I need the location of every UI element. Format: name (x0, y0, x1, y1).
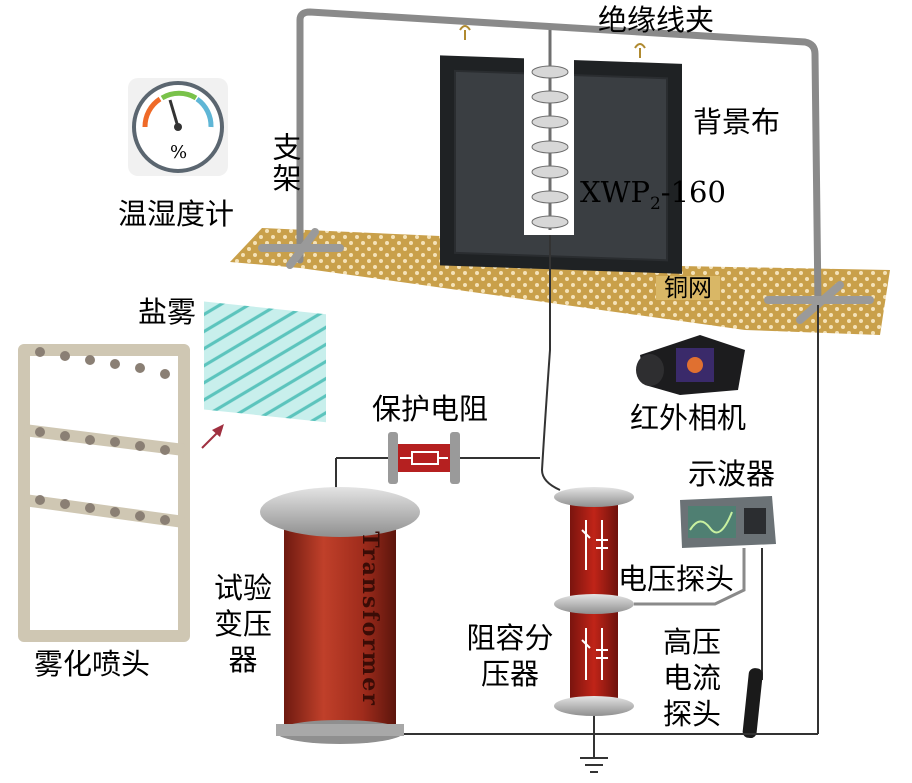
hygrometer-gauge (128, 78, 228, 176)
salt-fog-label: 盐雾 (138, 295, 197, 329)
voltage-probe-label: 电压探头 (618, 562, 735, 596)
infrared-camera (636, 335, 745, 395)
spray-nozzle-label: 雾化喷头 (34, 647, 151, 681)
insulator-string (524, 30, 574, 235)
salt-fog-panel (204, 301, 326, 423)
test-transformer (260, 487, 420, 744)
support-frame (296, 8, 822, 309)
gauge-unit: % (170, 142, 188, 163)
protection-resistor (335, 432, 540, 492)
spray-nozzles (35, 347, 170, 525)
insulator-clamp-label: 绝缘线夹 (598, 3, 715, 37)
oscilloscope-label: 示波器 (688, 457, 776, 491)
hv-lead (540, 235, 561, 491)
background-cloth-label: 背景布 (693, 105, 781, 139)
rc-divider (554, 487, 634, 773)
spray-arrow-head (212, 424, 224, 437)
insulator-model-suffix: -160 (660, 175, 726, 209)
test-transformer-label: 试验变压器 (213, 571, 272, 677)
spray-nozzle-rack (18, 344, 190, 642)
insulator-model-label: XWP2-160 (580, 178, 726, 213)
oscilloscope (680, 496, 776, 548)
insulator-model-subscript: 2 (649, 193, 661, 214)
voltage-probe-wire (634, 548, 746, 606)
frame-feet (258, 228, 874, 324)
copper-mesh (230, 228, 890, 335)
rc-divider-label: 阻容分压器 (466, 621, 554, 691)
hv-current-probe (742, 548, 763, 739)
protection-resistor-label: 保护电阻 (372, 392, 489, 426)
hygrometer-label: 温湿度计 (118, 197, 235, 231)
copper-mesh-label: 铜网 (656, 276, 720, 300)
hv-current-probe-label: 高压电流探头 (662, 625, 721, 731)
transformer-body-text: Transformer (356, 531, 383, 707)
support-frame-label: 支架 (268, 132, 302, 194)
insulator-model-base: XWP (580, 175, 650, 209)
ground-wire (404, 305, 819, 735)
infrared-camera-label: 红外相机 (630, 401, 747, 435)
